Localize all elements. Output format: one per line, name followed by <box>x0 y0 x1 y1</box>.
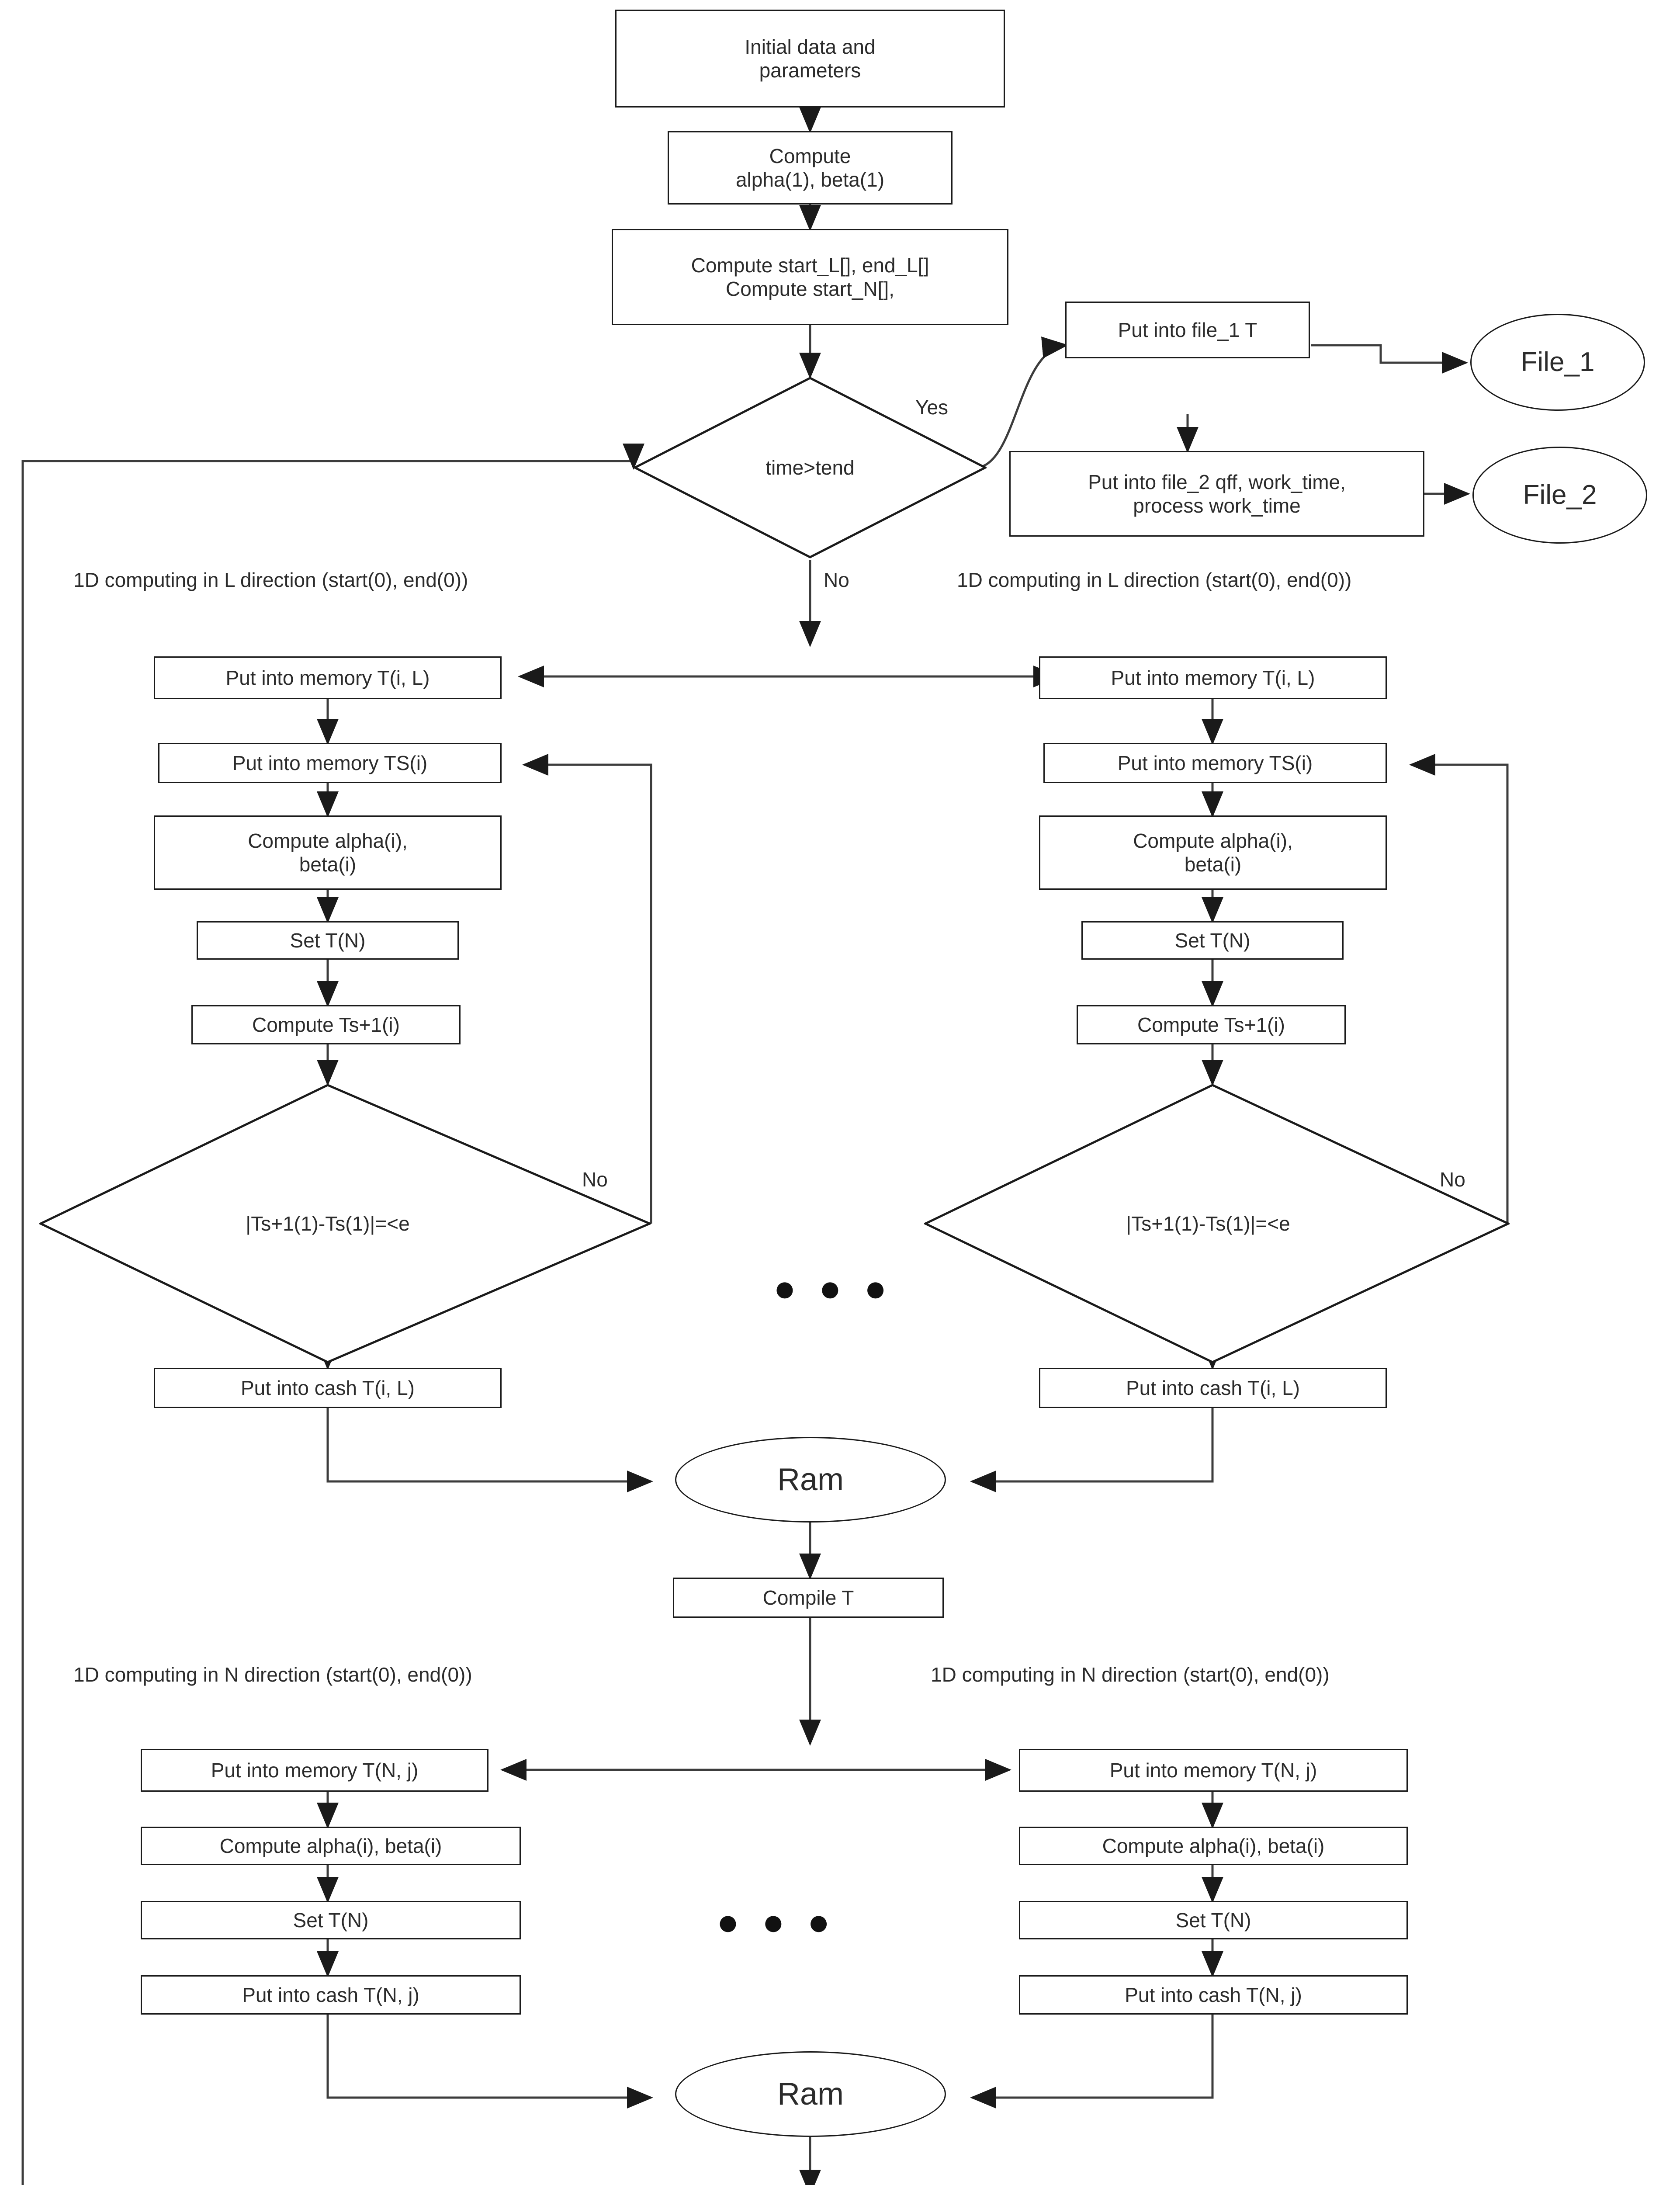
mem-tnj-left-label: Put into memory T(N, j) <box>211 1758 419 1782</box>
edge-label-yes: Yes <box>915 396 949 419</box>
node-set-tn-left: Set T(N) <box>197 921 459 960</box>
put-file2-line-2: process work_time <box>1133 494 1301 517</box>
mem-tsi-left-label: Put into memory TS(i) <box>232 751 428 774</box>
decision-time-gt-tend: time>tend <box>632 377 988 558</box>
node-cash-tnj-left: Put into cash T(N, j) <box>141 1975 521 2015</box>
node-cash-til-left: Put into cash T(i, L) <box>154 1368 502 1408</box>
node-mem-til-left: Put into memory T(i, L) <box>154 656 502 699</box>
ram-l-label: Ram <box>777 1462 844 1497</box>
compute-ab-inline-right-label: Compute alpha(i), beta(i) <box>1102 1834 1325 1857</box>
put-file2-line-1: Put into file_2 qff, work_time, <box>1088 470 1346 493</box>
initial-line-2: parameters <box>759 59 861 82</box>
compute-ts1-right-label: Compute Ts+1(i) <box>1137 1013 1285 1036</box>
compute-starts-line-2: Compute start_N[], <box>725 277 895 300</box>
compute-ab-i-left-line-1: Compute alpha(i), <box>248 829 408 852</box>
decision-shape <box>632 377 988 558</box>
node-mem-tnj-left: Put into memory T(N, j) <box>141 1749 488 1792</box>
node-compute-alpha1-beta1: Compute alpha(1), beta(1) <box>668 131 953 205</box>
file1-label: File_1 <box>1521 347 1595 378</box>
node-mem-tsi-left: Put into memory TS(i) <box>158 743 502 783</box>
compute-ab1-line-2: alpha(1), beta(1) <box>735 168 885 191</box>
cash-tnj-right-label: Put into cash T(N, j) <box>1125 1983 1302 2006</box>
cash-tnj-left-label: Put into cash T(N, j) <box>242 1983 419 2006</box>
decision-converge-left: |Ts+1(1)-Ts(1)|=<e <box>38 1084 653 1363</box>
edge-label-no-right: No <box>1440 1168 1465 1191</box>
node-file1-store: File_1 <box>1470 314 1645 411</box>
section-label-n-left: 1D computing in N direction (start(0), e… <box>73 1663 472 1686</box>
mem-tnj-right-label: Put into memory T(N, j) <box>1109 1758 1317 1782</box>
mem-til-right-label: Put into memory T(i, L) <box>1111 666 1315 689</box>
node-compute-ab-inline-right: Compute alpha(i), beta(i) <box>1019 1827 1408 1865</box>
decision-time-label: time>tend <box>766 456 855 479</box>
node-cash-til-right: Put into cash T(i, L) <box>1039 1368 1387 1408</box>
mem-tsi-right-label: Put into memory TS(i) <box>1117 751 1313 774</box>
node-set-tn-right: Set T(N) <box>1081 921 1344 960</box>
decision-converge-right-label: |Ts+1(1)-Ts(1)|=<e <box>1126 1212 1290 1235</box>
mem-til-left-label: Put into memory T(i, L) <box>225 666 430 689</box>
set-tn-n-left-label: Set T(N) <box>293 1908 369 1932</box>
section-label-l-left: 1D computing in L direction (start(0), e… <box>73 569 468 591</box>
node-compute-ts1-left: Compute Ts+1(i) <box>191 1005 461 1044</box>
node-compute-ab-i-right: Compute alpha(i), beta(i) <box>1039 815 1387 890</box>
initial-line-1: Initial data and <box>745 35 876 58</box>
section-label-n-right: 1D computing in N direction (start(0), e… <box>931 1663 1330 1686</box>
section-label-l-right: 1D computing in L direction (start(0), e… <box>957 569 1352 591</box>
node-ram-n: Ram <box>675 2051 946 2137</box>
node-ram-l: Ram <box>675 1437 946 1523</box>
node-compile-t-l: Compile T <box>673 1578 944 1618</box>
compute-ab-i-right-line-2: beta(i) <box>1184 853 1242 876</box>
set-tn-n-right-label: Set T(N) <box>1175 1908 1251 1932</box>
node-compute-ab-i-left: Compute alpha(i), beta(i) <box>154 815 502 890</box>
node-compute-ts1-right: Compute Ts+1(i) <box>1077 1005 1346 1044</box>
cash-til-left-label: Put into cash T(i, L) <box>241 1376 415 1399</box>
ellipsis-n-direction: ● ● ● <box>717 1901 836 1943</box>
compile-t-l-label: Compile T <box>762 1586 854 1609</box>
node-put-into-file2: Put into file_2 qff, work_time, process … <box>1009 451 1424 537</box>
decision-converge-right: |Ts+1(1)-Ts(1)|=<e <box>923 1084 1511 1363</box>
node-mem-til-right: Put into memory T(i, L) <box>1039 656 1387 699</box>
node-cash-tnj-right: Put into cash T(N, j) <box>1019 1975 1408 2015</box>
node-mem-tsi-right: Put into memory TS(i) <box>1043 743 1387 783</box>
cash-til-right-label: Put into cash T(i, L) <box>1126 1376 1300 1399</box>
ram-n-label: Ram <box>777 2076 844 2112</box>
ellipsis-l-direction: ● ● ● <box>773 1267 893 1309</box>
node-compute-ab-inline-left: Compute alpha(i), beta(i) <box>141 1827 521 1865</box>
edge-label-no-left: No <box>582 1168 608 1191</box>
put-file1-label: Put into file_1 T <box>1118 318 1257 341</box>
set-tn-right-label: Set T(N) <box>1174 929 1250 952</box>
compute-ab-inline-left-label: Compute alpha(i), beta(i) <box>219 1834 442 1857</box>
decision-shape-right <box>923 1084 1511 1363</box>
decision-shape-left <box>38 1084 653 1363</box>
edge-label-no-main: No <box>824 569 849 591</box>
node-compute-starts: Compute start_L[], end_L[] Compute start… <box>612 229 1008 325</box>
compute-starts-line-1: Compute start_L[], end_L[] <box>691 253 929 277</box>
compute-ab1-line-1: Compute <box>769 144 851 167</box>
file2-label: File_2 <box>1523 480 1597 510</box>
compute-ts1-left-label: Compute Ts+1(i) <box>252 1013 400 1036</box>
decision-converge-left-label: |Ts+1(1)-Ts(1)|=<e <box>246 1212 410 1235</box>
node-file2-store: File_2 <box>1472 447 1647 544</box>
compute-ab-i-right-line-1: Compute alpha(i), <box>1133 829 1293 852</box>
node-set-tn-n-left: Set T(N) <box>141 1901 521 1939</box>
node-put-into-file1: Put into file_1 T <box>1065 302 1310 358</box>
node-set-tn-n-right: Set T(N) <box>1019 1901 1408 1939</box>
node-mem-tnj-right: Put into memory T(N, j) <box>1019 1749 1408 1792</box>
set-tn-left-label: Set T(N) <box>290 929 366 952</box>
compute-ab-i-left-line-2: beta(i) <box>299 853 357 876</box>
node-initial-data: Initial data and parameters <box>615 10 1005 108</box>
